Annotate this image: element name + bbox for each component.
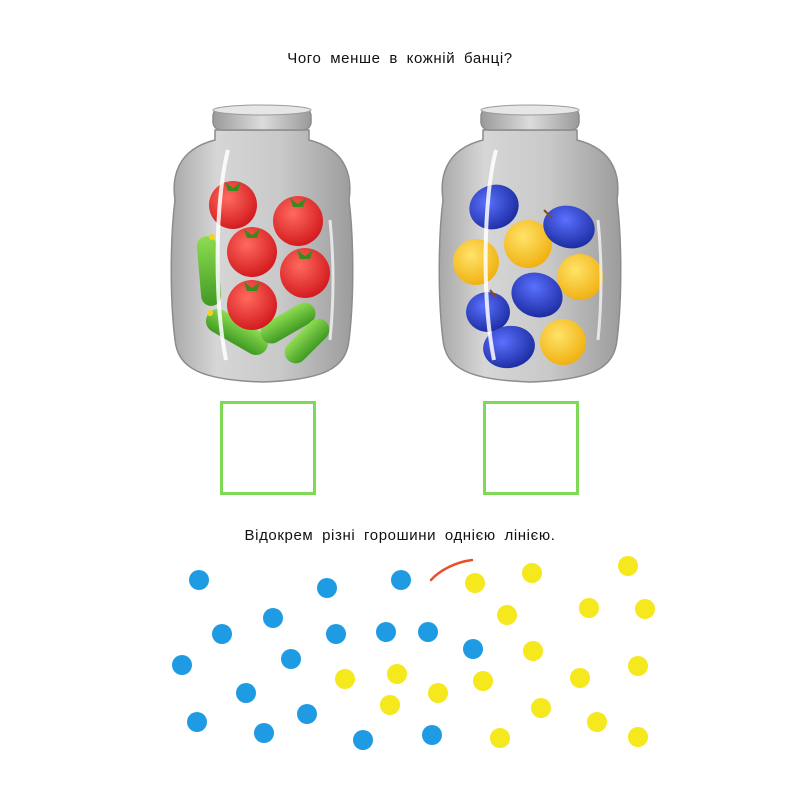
task2-instruction: Відокрем різні горошини однією лінією. <box>244 527 556 544</box>
task1-question: Чого менше в кожній банці? <box>287 50 513 67</box>
answer-box-left[interactable] <box>220 401 316 495</box>
tomato-icon <box>209 181 330 330</box>
jar-left <box>170 104 354 383</box>
jar-right <box>438 104 622 383</box>
dot-field <box>172 556 655 750</box>
cucumber-icon <box>196 234 330 364</box>
dot-yellow-group <box>335 556 655 748</box>
answer-box-right[interactable] <box>483 401 579 495</box>
dot-blue-group <box>172 570 483 750</box>
pencil-mark <box>429 558 474 582</box>
